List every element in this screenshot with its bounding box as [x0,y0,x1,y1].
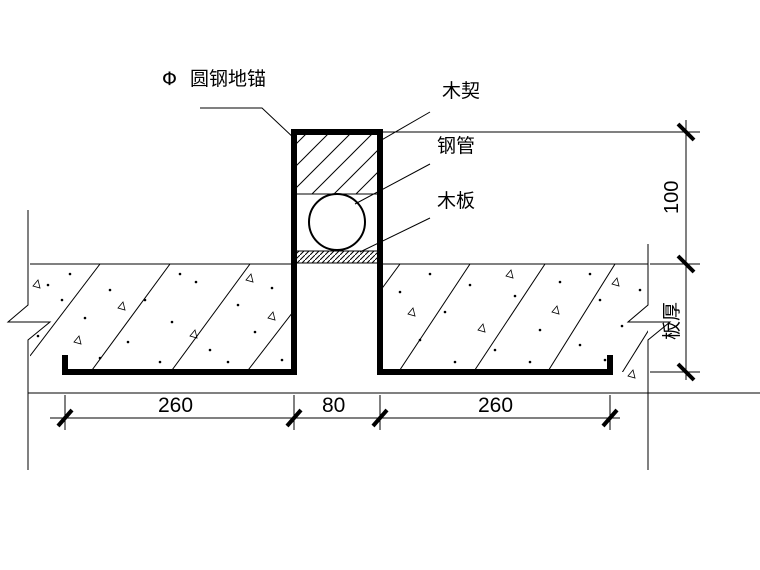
dim-right: 260 [478,394,513,417]
dim-gap: 80 [322,394,345,417]
concrete-hatch [30,264,648,372]
vertical-dimension: 100 板厚 [382,120,700,382]
anchor-symbol: Φ [162,68,177,90]
dim-height-bottom: 板厚 [661,302,683,340]
break-line-left [6,210,52,470]
wedge-label: 木契 [442,80,480,102]
board-label: 木板 [437,190,475,212]
break-line-right [626,244,672,470]
pipe-label: 钢管 [437,135,475,157]
steel-pipe [308,193,366,251]
aggregate-marks [32,269,642,379]
anchor-label-group: Φ 圆钢地锚 [162,68,266,90]
horizontal-dimension: 260 80 260 [50,394,620,430]
wood-wedge [294,132,380,194]
dim-left: 260 [158,394,193,417]
dim-height-top: 100 [661,181,683,214]
wood-board [293,250,381,264]
leader-lines [200,107,431,253]
steel-anchor-profile [62,129,613,375]
joint-assembly [62,129,613,375]
concrete-slab [6,210,760,470]
anchor-label: 圆钢地锚 [190,68,266,90]
